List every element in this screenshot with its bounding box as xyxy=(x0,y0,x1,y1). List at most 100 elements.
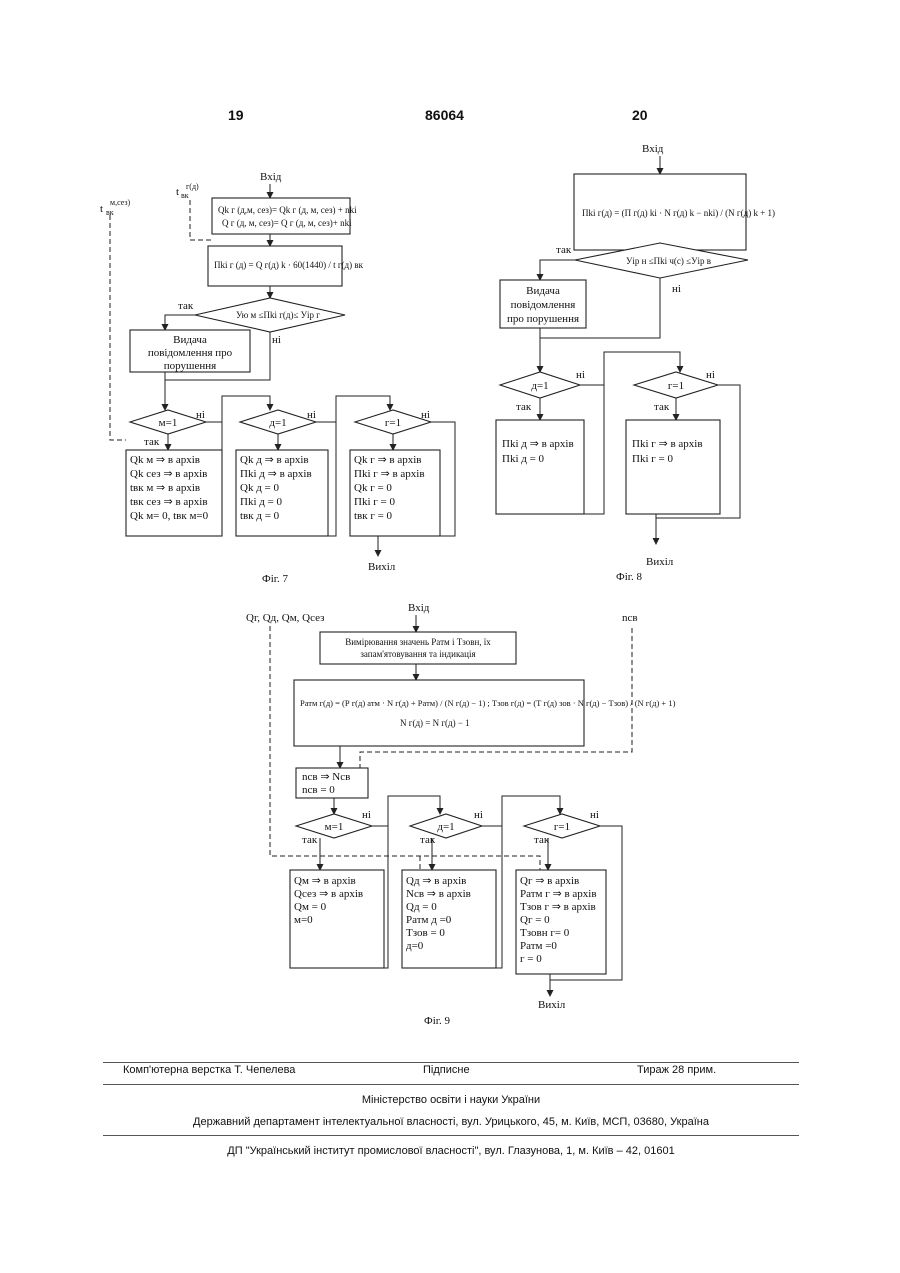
fig8-list-d-item: Пki д ⇒ в архів xyxy=(502,438,574,450)
fig9-small-line2: nсв = 0 xyxy=(302,784,335,796)
fig7-input-t2: t xyxy=(176,186,179,198)
fig9-list-d-item: Qд ⇒ в архів xyxy=(406,875,466,887)
fig7-list-g-item: Qk г = 0 xyxy=(354,482,392,494)
fig9-m-yes: так xyxy=(302,834,318,846)
footer-row: Комп'ютерна верстка Т. Чепелева Підписне… xyxy=(103,1064,799,1080)
fig7-box2-formula: Пki г (д) = Q г(д) k · 60(1440) / t г(д)… xyxy=(214,260,364,270)
fig8-caption: Фіг. 8 xyxy=(616,571,643,583)
fig7-g-no: ні xyxy=(421,409,430,421)
fig9-caption: Фіг. 9 xyxy=(424,1015,451,1027)
fig7-list-g-item: Qk г ⇒ в архів xyxy=(354,454,422,466)
fig7-list-m-item: Qk м= 0, tвк м=0 xyxy=(130,510,209,522)
fig7-m-no: ні xyxy=(196,409,205,421)
fig9-list-d-item: Qд = 0 xyxy=(406,901,437,913)
fig8-entry-label: Вхід xyxy=(642,143,664,155)
fig7-list-d-item: tвк д = 0 xyxy=(240,510,280,522)
fig9-cond-m: м=1 xyxy=(325,821,344,833)
fig7-list-m-item: Qk сез ⇒ в архів xyxy=(130,468,207,480)
fig7-accumulate-box xyxy=(212,198,350,234)
figure-7: Вхід t вк м,сез) t вк г(д) Qk г (д,м, се… xyxy=(100,171,455,585)
fig8-list-g-item: Пki г ⇒ в архів xyxy=(632,438,703,450)
fig7-dashed-input-1 xyxy=(110,215,126,440)
figure-9: Вхід Qг, Qд, Qм, Qсез nсв Вимірювання зн… xyxy=(246,602,676,1027)
fig7-msg-line3: порушення xyxy=(164,360,216,372)
footer-institute: ДП "Український інститут промислової вла… xyxy=(103,1145,799,1157)
fig9-g-no: ні xyxy=(590,809,599,821)
fig7-list-d-item: Пki д = 0 xyxy=(240,496,283,508)
fig8-msg-line2: повідомлення xyxy=(511,299,576,311)
fig7-dashed-input-2 xyxy=(190,200,212,240)
fig9-list-m-item: Qм = 0 xyxy=(294,901,327,913)
fig9-cond-g: г=1 xyxy=(554,821,570,833)
fig9-input-right: nсв xyxy=(622,612,638,624)
fig7-list-g-item: Пki г ⇒ в архів xyxy=(354,468,425,480)
fig9-small-line1: nсв ⇒ Nсв xyxy=(302,771,350,783)
fig7-d-no: ні xyxy=(307,409,316,421)
fig9-formula-box xyxy=(294,680,584,746)
fig8-g-yes: так xyxy=(654,401,670,413)
fig7-exit-label: Вихіл xyxy=(368,561,396,573)
fig9-list-m-item: м=0 xyxy=(294,914,313,926)
fig7-list-m: Qk м ⇒ в архів Qk сез ⇒ в архів tвк м ⇒ … xyxy=(130,454,209,522)
fig8-list-d-box xyxy=(496,420,584,514)
fig8-list-g-item: Пki г = 0 xyxy=(632,453,673,465)
fig8-d-no: ні xyxy=(576,369,585,381)
fig7-yes-label: так xyxy=(178,300,194,312)
fig9-list-g-item: Ратм =0 xyxy=(520,940,557,952)
fig9-list-g-item: Ратм г ⇒ в архів xyxy=(520,888,597,900)
fig7-input-t-sup: м,сез) xyxy=(110,198,131,207)
fig8-cond-g: г=1 xyxy=(668,380,684,392)
fig8-exit-label: Вихіл xyxy=(646,556,674,568)
footer-rule-middle xyxy=(103,1084,799,1085)
fig7-list-m-item: Qk м ⇒ в архів xyxy=(130,454,200,466)
fig7-m-yes: так xyxy=(144,436,160,448)
fig9-entry-label: Вхід xyxy=(408,602,430,614)
fig9-m-no: ні xyxy=(362,809,371,821)
fig9-list-m-item: Qм ⇒ в архів xyxy=(294,875,356,887)
footer-typesetting: Комп'ютерна верстка Т. Чепелева xyxy=(123,1064,295,1076)
fig7-list-m-item: tвк м ⇒ в архів xyxy=(130,482,200,494)
footer-signed: Підписне xyxy=(423,1064,470,1076)
fig7-list-d-item: Qk д ⇒ в архів xyxy=(240,454,309,466)
fig9-list-g-item: Qг ⇒ в архів xyxy=(520,875,579,887)
fig9-formula-line2: N г(д) = N г(д) − 1 xyxy=(400,718,470,728)
fig7-entry-label: Вхід xyxy=(260,171,282,183)
fig7-cond-d: д=1 xyxy=(269,417,286,429)
fig7-list-m-item: tвк сез ⇒ в архів xyxy=(130,496,208,508)
fig7-input-t2-sub: вк xyxy=(181,191,189,200)
fig8-g-no: ні xyxy=(706,369,715,381)
fig7-list-d-item: Пki д ⇒ в архів xyxy=(240,468,312,480)
fig7-list-d-item: Qk д = 0 xyxy=(240,482,279,494)
footer-department: Державний департамент інтелектуальної вл… xyxy=(103,1116,799,1128)
fig9-exit-label: Вихіл xyxy=(538,999,566,1011)
fig9-measure-line1: Вимірювання значень Ратм і Тзовн, їх xyxy=(345,637,491,647)
fig7-msg-line1: Видача xyxy=(173,334,207,346)
footer-rule-top xyxy=(103,1062,799,1063)
fig9-formula-line1: Ратм г(д) = (Р г(д) атм · N г(д) + Ратм)… xyxy=(300,698,676,708)
fig8-d-yes: так xyxy=(516,401,532,413)
fig7-input-t2-sup: г(д) xyxy=(186,182,199,191)
fig9-d-yes: так xyxy=(420,834,436,846)
fig7-no-label: ні xyxy=(272,334,281,346)
fig9-list-g-item: г = 0 xyxy=(520,953,542,965)
footer-circulation: Тираж 28 прим. xyxy=(637,1064,716,1076)
fig9-measure-line2: запам'ятовування та індикація xyxy=(360,649,475,659)
figure-8: Вхід Пki г(д) = (П г(д) ki · N г(д) k − … xyxy=(496,143,775,583)
fig7-box1-line2: Q г (д, м, сез)= Q г (д, м, сез)+ nki xyxy=(222,218,352,228)
fig9-d-no: ні xyxy=(474,809,483,821)
fig9-list-g-item: Тзов г ⇒ в архів xyxy=(520,901,596,913)
fig8-list-g-box xyxy=(626,420,720,514)
fig9-list-g-item: Тзовн г= 0 xyxy=(520,927,570,939)
fig9-list-d-item: Тзов = 0 xyxy=(406,927,445,939)
fig8-msg-line3: про порушення xyxy=(507,313,579,325)
fig7-list-g-item: tвк г = 0 xyxy=(354,510,393,522)
fig9-inputs-left: Qг, Qд, Qм, Qсез xyxy=(246,612,324,624)
fig8-yes-label: так xyxy=(556,244,572,256)
fig9-list-d-item: д=0 xyxy=(406,940,424,952)
fig7-diamond-label: Ую м ≤Пki г(д)≤ Уip г xyxy=(236,310,320,320)
fig9-cond-d: д=1 xyxy=(437,821,454,833)
fig9-list-g-item: Qг = 0 xyxy=(520,914,550,926)
fig8-msg-line1: Видача xyxy=(526,285,560,297)
fig8-no-label: ні xyxy=(672,283,681,295)
